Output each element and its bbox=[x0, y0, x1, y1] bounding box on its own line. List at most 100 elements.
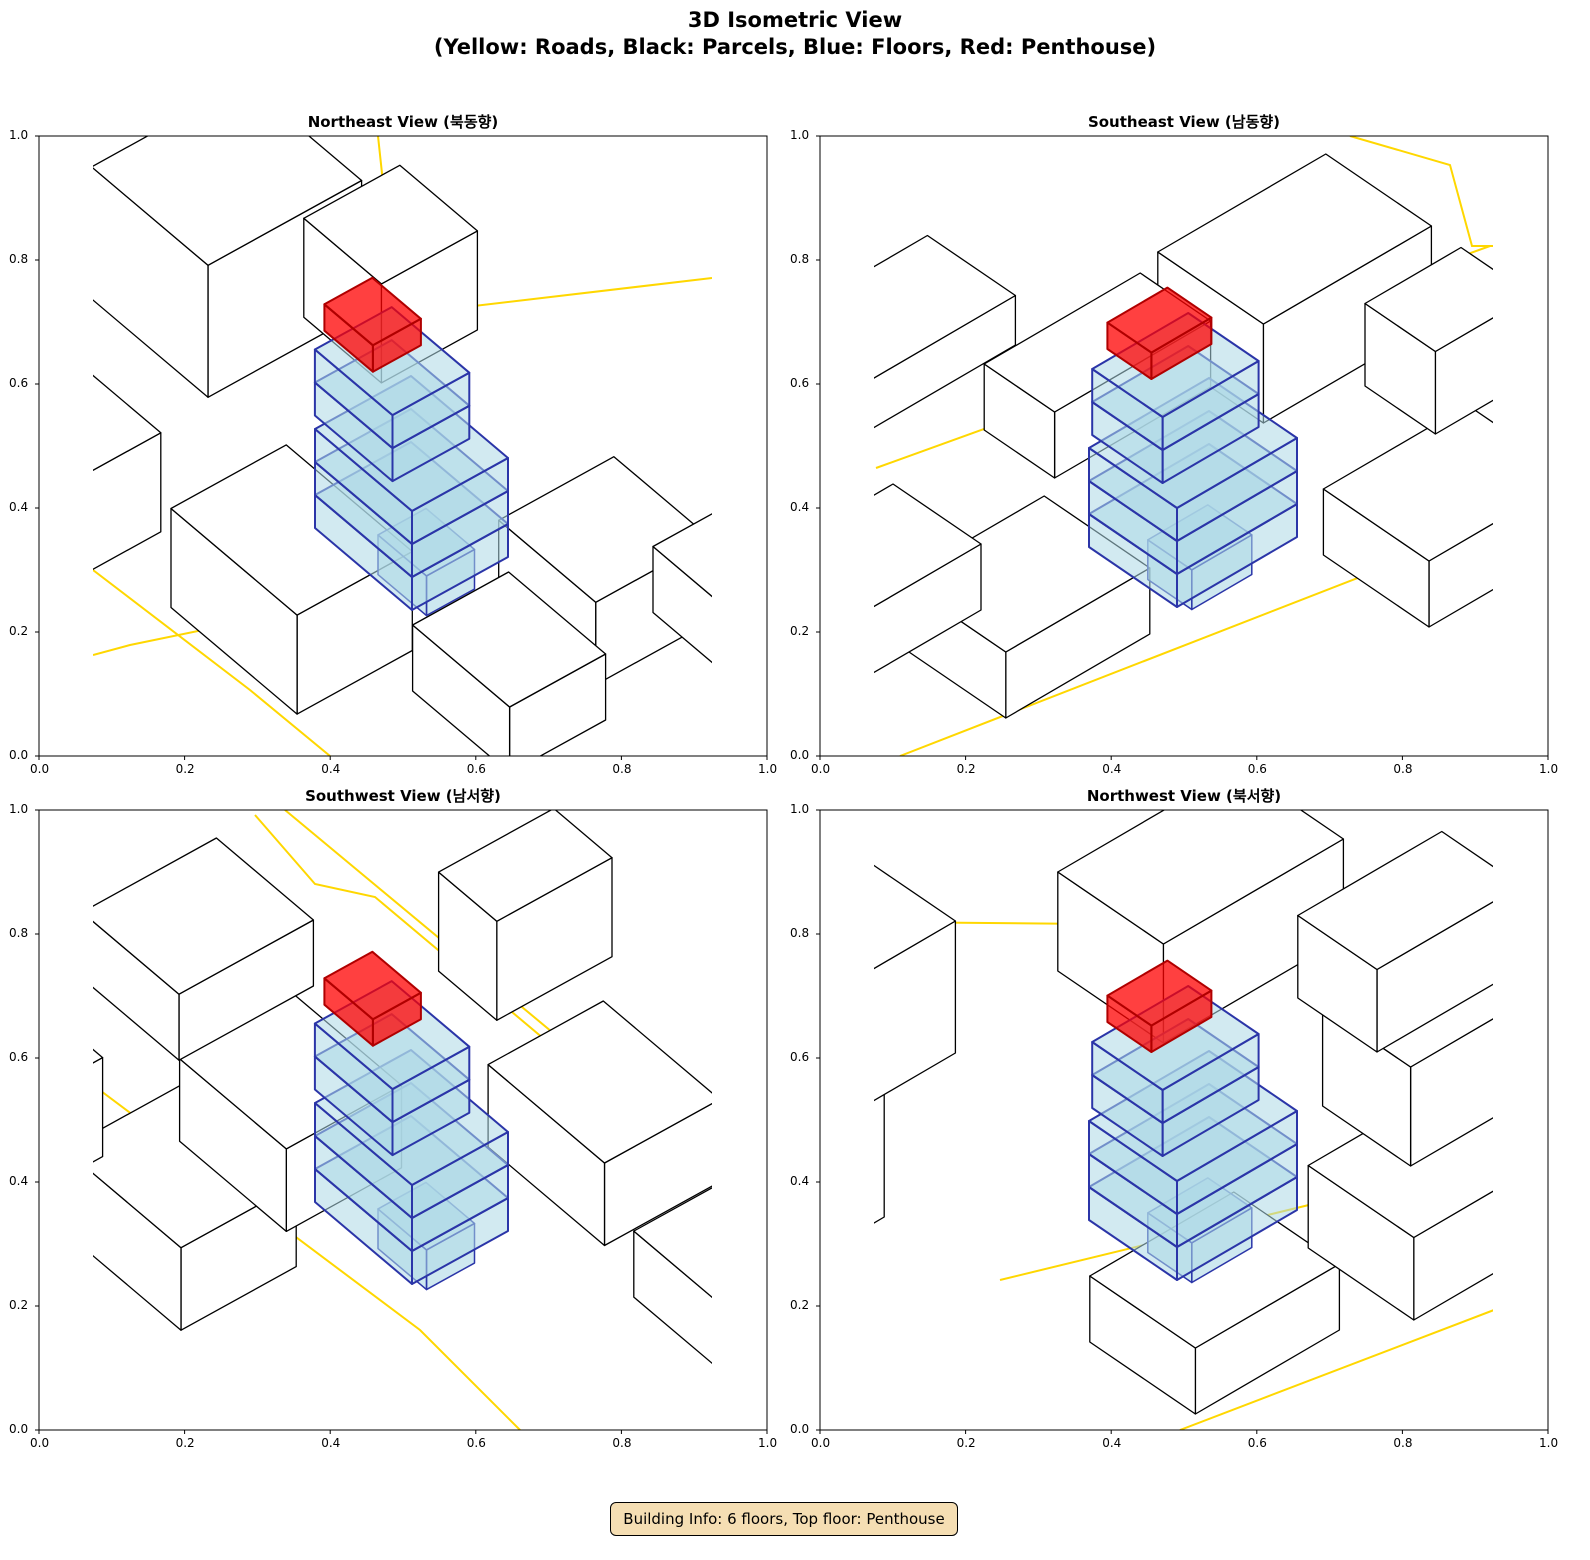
x-tick-label: 1.0 bbox=[758, 1436, 778, 1450]
panel-title: Northwest View (북서향) bbox=[1086, 787, 1282, 805]
parcel-building-6-face-top bbox=[874, 234, 1017, 379]
x-tick-label: 0.4 bbox=[1102, 1436, 1122, 1450]
panel-drawing bbox=[735, 136, 1493, 756]
parcel-building-6-face-top bbox=[437, 810, 613, 922]
y-tick-label: 1.0 bbox=[790, 128, 810, 142]
x-tick-label: 0.6 bbox=[466, 1436, 486, 1450]
x-tick-label: 0.8 bbox=[612, 762, 632, 776]
y-tick-label: 0.6 bbox=[9, 376, 29, 390]
x-tick-label: 1.0 bbox=[758, 762, 778, 776]
y-tick-label: 0.2 bbox=[790, 1298, 810, 1312]
parcel-building-7-face-top bbox=[303, 164, 479, 285]
panel-drawing bbox=[706, 810, 1493, 1430]
parcel-building-2-face-top bbox=[1057, 810, 1345, 945]
x-tick-label: 0.0 bbox=[811, 1436, 831, 1450]
parcel-building-5-face-top bbox=[93, 136, 363, 266]
parcel-building-4-face-top bbox=[633, 1187, 712, 1299]
y-tick-label: 0.4 bbox=[9, 1174, 29, 1188]
x-tick-label: 1.0 bbox=[1539, 762, 1559, 776]
parcel-building-6-face-left bbox=[735, 348, 823, 458]
penthouse-face-top bbox=[1106, 286, 1213, 354]
parcel-building-0-face-left bbox=[93, 1172, 182, 1331]
x-tick-label: 0.0 bbox=[30, 1436, 50, 1450]
parcel-building-5-face-top bbox=[93, 1048, 104, 1064]
panel-title: Southwest View (남서향) bbox=[305, 787, 501, 805]
parcel-building-0-face-right bbox=[874, 1084, 885, 1224]
parcel-building-4-face-right bbox=[769, 581, 884, 711]
panel-3 bbox=[35, 809, 846, 1434]
y-tick-label: 0.2 bbox=[9, 624, 29, 638]
y-tick-label: 0.8 bbox=[9, 926, 29, 940]
y-tick-label: 0.2 bbox=[790, 624, 810, 638]
road-2 bbox=[1349, 136, 1493, 247]
penthouse-face-top bbox=[1106, 959, 1213, 1027]
x-tick-label: 0.8 bbox=[1393, 762, 1413, 776]
y-tick-label: 1.0 bbox=[9, 802, 29, 816]
panel-1 bbox=[0, 135, 884, 760]
parcel-building-4-face-right bbox=[731, 1250, 846, 1380]
x-tick-label: 0.2 bbox=[175, 1436, 195, 1450]
x-tick-label: 0.0 bbox=[30, 762, 50, 776]
parcel-building-4-face-top bbox=[652, 513, 712, 598]
y-tick-label: 0.4 bbox=[790, 1174, 810, 1188]
y-tick-label: 0.0 bbox=[9, 748, 29, 762]
parcel-building-3-face-top bbox=[411, 571, 607, 708]
panel-drawing bbox=[93, 810, 846, 1430]
x-tick-label: 0.2 bbox=[175, 762, 195, 776]
y-tick-label: 0.0 bbox=[9, 1422, 29, 1436]
y-tick-label: 0.2 bbox=[9, 1298, 29, 1312]
parcel-building-5-face-top bbox=[1364, 246, 1493, 353]
road-1 bbox=[93, 569, 331, 756]
axes-frame bbox=[38, 809, 768, 1431]
penthouse-face-top bbox=[323, 276, 422, 347]
building-info-box: Building Info: 6 floors, Top floor: Pent… bbox=[610, 1502, 958, 1536]
y-tick-label: 0.4 bbox=[790, 500, 810, 514]
parcel-building-3-face-top bbox=[487, 1000, 712, 1164]
y-tick-label: 0.4 bbox=[9, 500, 29, 514]
y-tick-label: 0.6 bbox=[790, 376, 810, 390]
parcel-building-2-face-top bbox=[1157, 153, 1433, 325]
parcel-building-1-face-left bbox=[706, 933, 812, 1137]
x-tick-label: 0.4 bbox=[321, 762, 341, 776]
x-tick-label: 1.0 bbox=[1539, 1436, 1559, 1450]
parcel-building-6-face-top bbox=[1297, 830, 1493, 971]
parcel-building-3-face-top bbox=[874, 483, 982, 608]
parcel-building-6-face-top bbox=[0, 155, 83, 317]
y-tick-label: 0.6 bbox=[9, 1050, 29, 1064]
parcel-building-2-face-top bbox=[93, 837, 315, 995]
parcel-building-1-face-top bbox=[874, 864, 957, 970]
x-tick-label: 0.4 bbox=[321, 1436, 341, 1450]
parcel-building-6-face-right bbox=[0, 253, 83, 449]
panel-title: Northeast View (북동향) bbox=[307, 113, 499, 131]
y-tick-label: 0.6 bbox=[790, 1050, 810, 1064]
axes-frame bbox=[819, 135, 1549, 757]
x-tick-label: 0.2 bbox=[956, 1436, 976, 1450]
x-tick-label: 0.2 bbox=[956, 762, 976, 776]
road-1 bbox=[1179, 1309, 1493, 1430]
y-tick-label: 1.0 bbox=[790, 802, 810, 816]
figure-title-line1: 3D Isometric View bbox=[687, 8, 903, 32]
penthouse-face-top bbox=[323, 950, 422, 1021]
y-tick-label: 0.8 bbox=[790, 926, 810, 940]
panel-title: Southeast View (남동향) bbox=[1087, 113, 1281, 131]
x-tick-label: 0.6 bbox=[1247, 762, 1267, 776]
parcel-building-5-face-right bbox=[93, 1056, 104, 1163]
x-tick-label: 0.0 bbox=[811, 762, 831, 776]
parcel-building-2-face-left bbox=[93, 920, 180, 1061]
y-tick-label: 0.0 bbox=[790, 1422, 810, 1436]
x-tick-label: 0.6 bbox=[466, 762, 486, 776]
y-tick-label: 0.0 bbox=[790, 748, 810, 762]
y-tick-label: 0.8 bbox=[9, 252, 29, 266]
parcel-building-0-face-top bbox=[93, 374, 162, 471]
panel-2 bbox=[735, 135, 1549, 760]
parcel-building-5-face-left bbox=[93, 167, 209, 398]
y-tick-label: 1.0 bbox=[9, 128, 29, 142]
axes-frame bbox=[38, 135, 768, 757]
panel-drawing bbox=[0, 136, 884, 756]
x-tick-label: 0.8 bbox=[612, 1436, 632, 1450]
x-tick-label: 0.8 bbox=[1393, 1436, 1413, 1450]
x-tick-label: 0.4 bbox=[1102, 762, 1122, 776]
figure-title-line2: (Yellow: Roads, Black: Parcels, Blue: Fl… bbox=[433, 35, 1157, 59]
